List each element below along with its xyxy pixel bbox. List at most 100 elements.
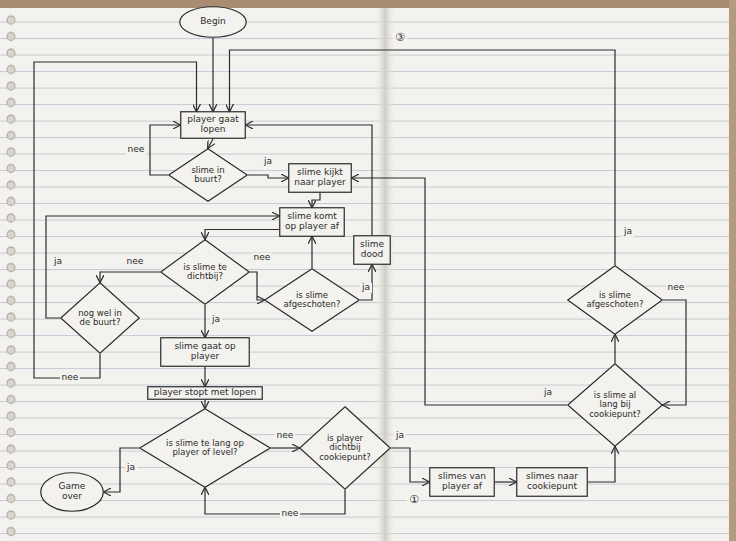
edge-label: nee (280, 509, 301, 519)
flow-arrow (360, 265, 372, 300)
process-box: player gaat lopen (180, 111, 246, 139)
edge-label: ja (394, 431, 406, 441)
node-text-block: nog wel in de buurt? (76, 309, 124, 328)
terminal-circle: Game over (40, 472, 104, 512)
flow-arrow (212, 38, 213, 111)
table-edge (729, 0, 736, 541)
flow-arrow (391, 448, 429, 482)
node-text-block: is slime te lang op player of level? (165, 439, 244, 458)
node-text-block: Begin (190, 17, 236, 27)
node-text-block: slimes naar cookiepunt (520, 472, 584, 492)
flow-arrow (150, 125, 180, 175)
process-box: slime dood (353, 235, 391, 265)
process-band: player stopt met lopen (147, 386, 263, 400)
flow-arrow (34, 62, 197, 378)
node-text-block: slime komt op player af (283, 212, 341, 232)
edge-label: nee (126, 145, 147, 155)
decision-diamond: is slime te lang op player of level? (139, 408, 271, 488)
flow-arrow (204, 400, 205, 408)
callout-number: ① (407, 494, 421, 506)
edge-label: nee (252, 253, 273, 263)
flow-arrow (614, 335, 615, 363)
decision-diamond: is player dichtbij cookiepunt? (299, 406, 391, 490)
shape-border (568, 266, 663, 335)
node-text: slime kijkt naar player (292, 168, 348, 188)
flow-arrow (100, 272, 160, 282)
node-text: Game over (50, 482, 93, 502)
node-text: slime gaat op player (164, 342, 246, 362)
node-text: slime komt op player af (283, 212, 341, 232)
node-text-block: is slime al lang bij cookiepunt? (586, 391, 644, 419)
node-text: player gaat lopen (184, 115, 242, 135)
node-text: is slime al lang bij cookiepunt? (586, 391, 644, 419)
shape-border (300, 407, 391, 490)
edge-label: ja (360, 283, 372, 293)
flow-arrow (246, 125, 372, 235)
decision-diamond: is slime afgeschoten? (264, 268, 360, 332)
edge-label: ja (52, 257, 64, 267)
page-fold (374, 8, 396, 541)
node-text-block: is slime afgeschoten? (283, 291, 341, 310)
callout-number: ③ (393, 32, 407, 44)
node-text: nog wel in de buurt? (76, 309, 124, 328)
table-strip (0, 0, 736, 8)
node-text: slimes van player af (433, 472, 491, 492)
node-text: is slime afgeschoten? (283, 291, 341, 310)
node-text: slime dood (357, 240, 387, 260)
node-text-block: player stopt met lopen (149, 388, 261, 398)
shape-border (280, 208, 345, 237)
edge-label: nee (125, 257, 146, 267)
node-text: is slime te lang op player of level? (165, 439, 244, 458)
node-text: is slime afgeschoten? (586, 291, 644, 310)
decision-diamond: is slime al lang bij cookiepunt? (567, 363, 663, 447)
shape-border (568, 364, 663, 447)
flow-arrow (588, 447, 615, 482)
flow-arrow (250, 272, 264, 300)
decision-diamond: is slime te dichtbij? (160, 239, 250, 305)
edge-label: ja (125, 463, 137, 473)
shape-border (517, 468, 588, 497)
node-text: slime in buurt? (184, 166, 232, 185)
flow-arrow (271, 447, 299, 448)
shape-border (169, 149, 248, 202)
node-text: is slime te dichtbij? (178, 263, 232, 282)
shape-border (180, 7, 247, 38)
process-box: slime komt op player af (279, 207, 345, 237)
shape-border (289, 164, 352, 193)
edge-label: ja (262, 157, 274, 167)
node-text-block: slime in buurt? (184, 166, 232, 185)
node-text-block: player gaat lopen (184, 115, 242, 135)
flow-arrow (663, 300, 686, 405)
shape-border (181, 112, 246, 139)
flow-arrow (204, 367, 205, 386)
punch-holes (0, 8, 24, 541)
decision-diamond: nog wel in de buurt? (60, 282, 140, 354)
edge-label: nee (666, 283, 687, 293)
shape-border (265, 269, 360, 332)
flow-arrow (104, 448, 139, 492)
flow-arrow (205, 230, 279, 240)
edge-label: nee (60, 373, 81, 383)
edge-label: nee (275, 431, 296, 441)
node-text: is player dichtbij cookiepunt? (317, 434, 372, 462)
node-text: Begin (190, 17, 236, 27)
shape-border (61, 283, 140, 354)
node-text-block: slime gaat op player (164, 342, 246, 362)
flow-arrow (352, 178, 567, 405)
shape-border (430, 468, 495, 497)
flow-arrow (205, 488, 345, 514)
node-text-block: is slime afgeschoten? (586, 291, 644, 310)
flow-arrow (311, 237, 312, 268)
node-text-block: is slime te dichtbij? (178, 263, 232, 282)
edge-label: ja (210, 315, 222, 325)
shape-border (161, 240, 250, 305)
flow-arrow (248, 175, 288, 178)
flow-arrow (312, 193, 320, 207)
process-box: slime gaat op player (160, 337, 250, 367)
shape-border (41, 473, 104, 512)
flow-arrow (204, 305, 205, 337)
